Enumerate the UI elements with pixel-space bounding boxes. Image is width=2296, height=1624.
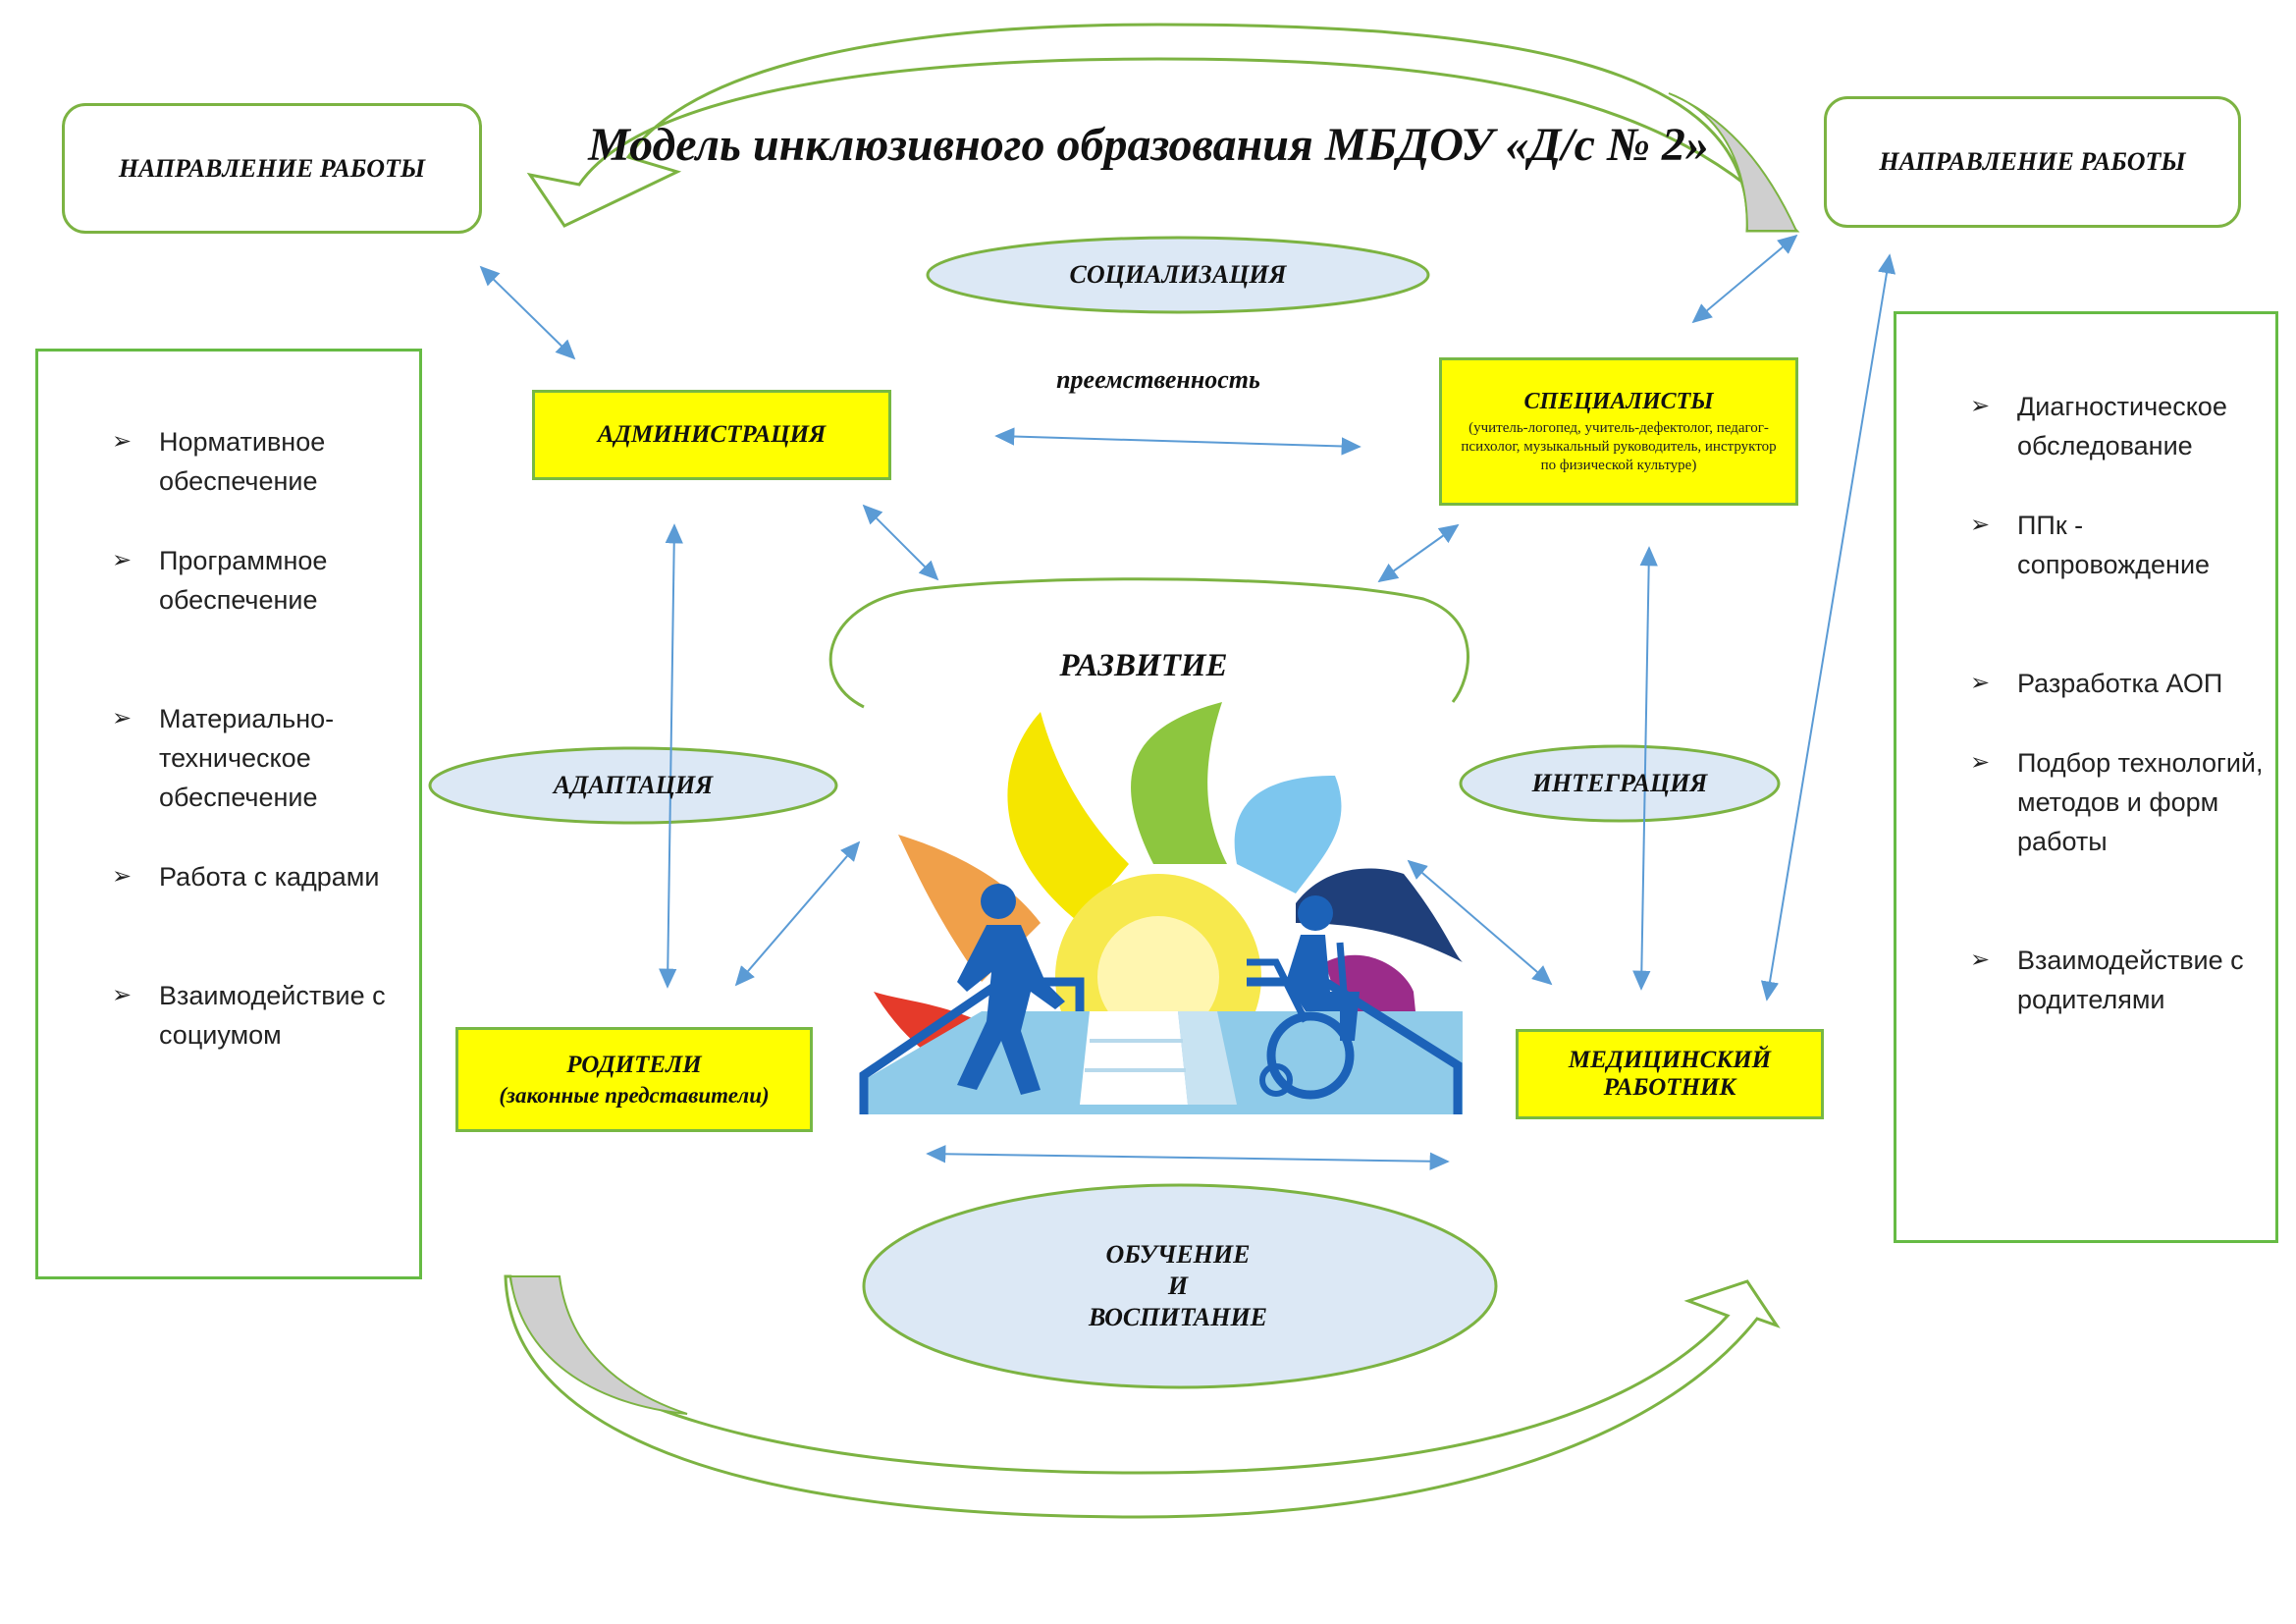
- medical-line2: РАБОТНИК: [1603, 1074, 1736, 1101]
- specialists-title: СПЕЦИАЛИСТЫ: [1523, 388, 1714, 414]
- continuity-label: преемственность: [1056, 365, 1260, 394]
- list-item: ➢Материально-техническое обеспечение: [112, 699, 416, 817]
- adaptation-label: АДАПТАЦИЯ: [553, 771, 714, 799]
- arrowhead-bullet-icon: ➢: [112, 705, 133, 731]
- medical-box: МЕДИЦИНСКИЙ РАБОТНИК: [1516, 1029, 1824, 1119]
- left-panel: ➢Нормативное обеспечение ➢Программное об…: [35, 349, 422, 1279]
- page-title: Модель инклюзивного образования МБДОУ «Д…: [588, 119, 1709, 171]
- list-item: ➢Нормативное обеспечение: [112, 422, 416, 501]
- specialists-box: СПЕЦИАЛИСТЫ (учитель-логопед, учитель-де…: [1439, 357, 1798, 506]
- arrowhead-bullet-icon: ➢: [112, 982, 133, 1008]
- cycle-arrow-top: [526, 23, 1800, 233]
- connector-specialists-center: [1377, 523, 1460, 583]
- parents-box: РОДИТЕЛИ (законные представители): [455, 1027, 813, 1132]
- connector-dirleft-admin: [479, 265, 576, 360]
- connector-medical-center: [1407, 859, 1553, 986]
- list-item: ➢Взаимодействие с социумом: [112, 976, 416, 1055]
- parents-title: РОДИТЕЛИ: [566, 1051, 702, 1078]
- direction-left-label: НАПРАВЛЕНИЕ РАБОТЫ: [118, 153, 426, 183]
- arrowhead-bullet-icon: ➢: [112, 547, 133, 573]
- list-item: ➢Разработка АОП: [1970, 664, 2274, 703]
- connector-parents-center: [734, 840, 861, 987]
- list-item: ➢ППк - сопровождение: [1970, 506, 2274, 584]
- medical-line1: МЕДИЦИНСКИЙ: [1568, 1047, 1772, 1073]
- inclusion-emblem: [859, 702, 1463, 1114]
- socialization-ellipse: [926, 236, 1430, 314]
- socialization-label: СОЦИАЛИЗАЦИЯ: [1069, 260, 1287, 289]
- arrowhead-bullet-icon: ➢: [1970, 670, 1991, 696]
- connector-admin-center: [862, 504, 939, 581]
- development-label: РАЗВИТИЕ: [1059, 648, 1228, 683]
- list-item: ➢Работа с кадрами: [112, 857, 416, 896]
- integration-label: ИНТЕГРАЦИЯ: [1531, 769, 1708, 797]
- connector-bottom-horizontal: [926, 1145, 1450, 1170]
- arrowhead-bullet-icon: ➢: [1970, 393, 1991, 419]
- education-line2: И: [1167, 1272, 1189, 1300]
- education-line3: ВОСПИТАНИЕ: [1088, 1303, 1268, 1331]
- adaptation-ellipse: [428, 746, 838, 825]
- arrowhead-bullet-icon: ➢: [112, 428, 133, 455]
- cycle-arrow-top-shade: [1668, 92, 1798, 232]
- connector-admin-parents: [659, 523, 683, 989]
- cycle-arrow-bottom-shade: [508, 1275, 688, 1415]
- list-item: ➢Подбор технологий, методов и форм работ…: [1970, 743, 2274, 861]
- development-arc: [828, 577, 1469, 709]
- right-panel: ➢Диагностическое обследование ➢ППк - соп…: [1894, 311, 2278, 1243]
- administration-box: АДМИНИСТРАЦИЯ: [532, 390, 891, 480]
- connector-dirright-specialists: [1691, 234, 1798, 324]
- list-item: ➢Программное обеспечение: [112, 541, 416, 620]
- cycle-arrow-bottom: [504, 1274, 1781, 1519]
- arrowhead-bullet-icon: ➢: [1970, 512, 1991, 538]
- administration-label: АДМИНИСТРАЦИЯ: [597, 421, 827, 448]
- education-line1: ОБУЧЕНИЕ: [1105, 1240, 1251, 1269]
- list-item: ➢Диагностическое обследование: [1970, 387, 2274, 465]
- connector-dirright-medical: [1760, 253, 1896, 1001]
- direction-right-label: НАПРАВЛЕНИЕ РАБОТЫ: [1879, 147, 2186, 176]
- connector-admin-specialists: [994, 427, 1362, 456]
- specialists-details: (учитель-логопед, учитель-дефектолог, пе…: [1461, 419, 1777, 473]
- education-ellipse: [862, 1183, 1498, 1389]
- arrowhead-bullet-icon: ➢: [112, 863, 133, 890]
- right-list: ➢Диагностическое обследование ➢ППк - соп…: [1970, 387, 2274, 1019]
- list-item: ➢Взаимодействие с родителями: [1970, 941, 2274, 1019]
- direction-box-left: НАПРАВЛЕНИЕ РАБОТЫ: [62, 103, 482, 234]
- left-list: ➢Нормативное обеспечение ➢Программное об…: [112, 422, 416, 1055]
- direction-box-right: НАПРАВЛЕНИЕ РАБОТЫ: [1824, 96, 2241, 228]
- education-label: ОБУЧЕНИЕ И ВОСПИТАНИЕ: [962, 1239, 1394, 1333]
- arrowhead-bullet-icon: ➢: [1970, 947, 1991, 973]
- arrowhead-bullet-icon: ➢: [1970, 749, 1991, 776]
- connector-specialists-medical: [1632, 546, 1658, 991]
- parents-details: (законные представители): [499, 1082, 770, 1108]
